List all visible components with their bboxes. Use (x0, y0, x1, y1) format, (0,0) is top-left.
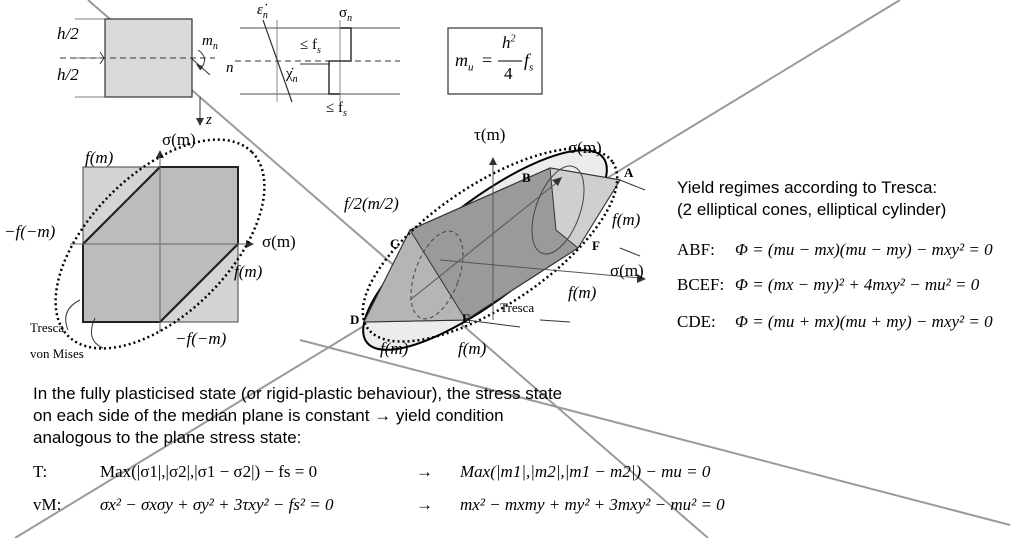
sigma-n-label: σn (339, 5, 353, 24)
sigma-y-axis-label: σ(m) (568, 138, 602, 157)
sigma-x-axis-label: σ(m) (610, 261, 644, 280)
plane-right-label: f(m) (234, 262, 263, 281)
cross-line-c (299, 339, 1011, 526)
n-axis-label: n (226, 60, 234, 76)
cone-tresca-label: Tresca (500, 300, 535, 315)
sigma1-axis-label: σ(m) (262, 232, 296, 251)
mu-eq-sign: = (482, 50, 493, 70)
cde-equation: Φ = (mu + mx)(mu + my) − mxy² = 0 (735, 312, 993, 331)
point-d-label: D (350, 312, 360, 327)
vm-moment-equation: mx² − mxmy + my² + 3mxy² − mu² = 0 (460, 495, 725, 514)
plastic-text-line3: analogous to the plane stress state: (33, 428, 302, 447)
fs-mu-bottom-right: f(m) (458, 339, 487, 358)
plane-diagram (54, 138, 266, 350)
plane-top-left-label: f(m) (85, 148, 114, 167)
m-n-label: mn (202, 33, 218, 52)
point-e-label: E (462, 311, 471, 326)
tresca-moment-equation: Max(|m1|,|m2|,|m1 − m2|) − mu = 0 (460, 462, 711, 481)
yield-title-line1: Yield regimes according to Tresca: (677, 178, 938, 197)
abf-label: ABF: (677, 240, 715, 259)
fs-mu-right-upper: f(m) (612, 210, 641, 229)
vm-stress-equation: σx² − σxσy + σy² + 3τxy² − fs² = 0 (100, 495, 334, 514)
vm-arrow: → (416, 495, 433, 514)
tresca-stress-equation: Max(|σ1|,|σ2|,|σ1 − σ2|) − fs = 0 (100, 462, 318, 481)
tresca-arrow: → (416, 462, 433, 481)
tau-xy-axis-label: τ(m) (474, 125, 506, 144)
vm-criterion-label: vM: (33, 495, 62, 514)
cde-label: CDE: (677, 312, 716, 331)
plane-tresca-label: Tresca (30, 320, 65, 335)
z-axis-label: z (206, 112, 212, 128)
section-diagram (60, 18, 400, 126)
le-fs-bottom: ≤ fs (326, 100, 347, 119)
point-f-label: F (592, 238, 600, 253)
bcef-equation: Φ = (mx − my)² + 4mxy² − mu² = 0 (735, 275, 980, 294)
section-rect (104, 18, 193, 98)
bcef-label: BCEF: (677, 275, 725, 294)
plane-vonmises-label: von Mises (30, 346, 84, 361)
von-mises-ellipse (54, 138, 266, 350)
cone-diagram (361, 147, 646, 351)
mu-rhs: fs (524, 50, 534, 74)
curvature-rate-label: χ̇n (286, 66, 298, 85)
yield-title-line2: (2 elliptical cones, elliptical cylinder… (677, 200, 947, 219)
plastic-text-line1: In the fully plasticised state (or rigid… (33, 384, 563, 403)
mu-denominator: 4 (504, 64, 513, 83)
abf-equation: Φ = (mu − mx)(mu − my) − mxy² = 0 (735, 240, 993, 259)
plane-left-label: −f(−m) (4, 222, 56, 241)
fs-mu-right-lower: f(m) (568, 283, 597, 302)
plastic-text-line2: on each side of the median plane is cons… (33, 406, 504, 425)
sigma2-axis-label: σ(m) (162, 130, 196, 149)
mu-lhs: mu (455, 50, 474, 74)
h-half-bottom: h/2 (57, 65, 79, 84)
point-c-label: C (390, 236, 400, 251)
point-b-label: B (522, 170, 531, 185)
half-fs-label: f/2(m/2) (344, 194, 399, 213)
h-half-top: h/2 (57, 24, 79, 43)
mu-numerator: h2 (502, 33, 516, 52)
plane-bottom-label: −f(−m) (175, 329, 227, 348)
mu-formula-box (447, 27, 543, 95)
fs-mu-bottom-left: f(m) (380, 339, 409, 358)
le-fs-top: ≤ fs (300, 37, 321, 56)
strain-rate-label: ε̇n (257, 2, 268, 21)
point-a-label: A (624, 165, 634, 180)
tresca-criterion-label: T: (33, 462, 48, 481)
